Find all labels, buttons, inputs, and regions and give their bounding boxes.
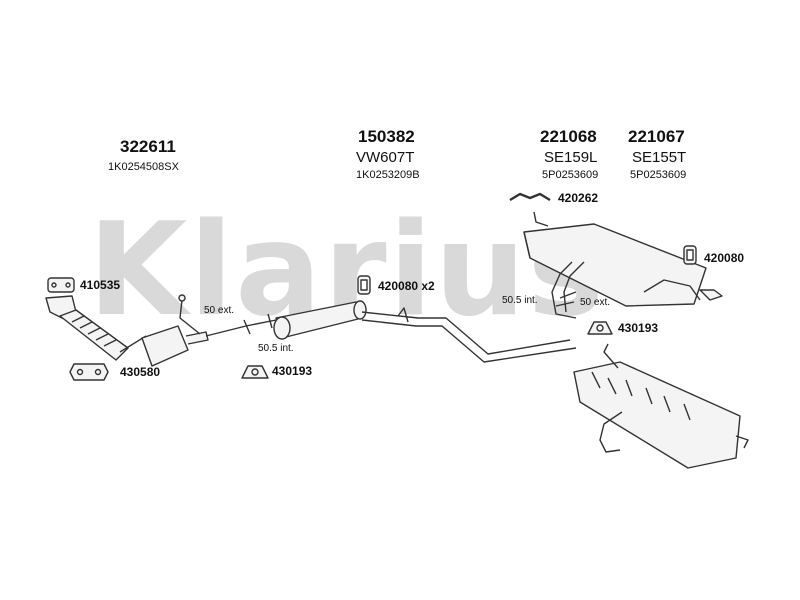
int-rear-note: 50.5 int. xyxy=(502,295,538,306)
rear-box-2-oem: 5P0253609 xyxy=(630,169,687,181)
rear-box-2-ref: SE155T xyxy=(632,149,687,166)
ext-front-note: 50 ext. xyxy=(204,305,235,316)
flange-gasket-icon xyxy=(69,363,109,381)
rubber-rear-label: 420080 xyxy=(704,251,745,265)
centre-box-part-number: 150382 xyxy=(358,127,415,146)
hanger-top-icon xyxy=(509,192,551,202)
rubber-mount-centre-icon xyxy=(357,275,371,295)
hanger-top-label: 420262 xyxy=(558,191,599,205)
rear-box-1-ref: SE159L xyxy=(544,149,598,166)
centre-box-oem: 1K0253209B xyxy=(356,169,420,181)
gasket-front-icon xyxy=(47,277,75,293)
mount-centre-icon xyxy=(241,365,269,379)
rubber-mount-rear-icon xyxy=(683,245,697,265)
downpipe-oem: 1K0254508SX xyxy=(108,161,179,173)
mount-rear-label: 430193 xyxy=(618,321,659,335)
ext-rear-note: 50 ext. xyxy=(580,297,611,308)
gasket-flange-label: 430580 xyxy=(120,365,161,379)
mount-rear-icon xyxy=(587,321,613,335)
mount-centre-label: 430193 xyxy=(272,364,313,378)
rear-box-1-oem: 5P0253609 xyxy=(542,169,599,181)
rear-box-1-part-number: 221068 xyxy=(540,127,597,146)
rear-silencer-part xyxy=(523,211,723,319)
centre-silencer-part xyxy=(273,300,577,363)
centre-box-ref: VW607T xyxy=(356,149,415,166)
front-pipe xyxy=(243,313,277,335)
downpipe-part-number: 322611 xyxy=(120,137,176,156)
rear-box-2-part-number: 221067 xyxy=(628,127,685,146)
rubber-centre-label: 420080 x2 xyxy=(378,279,435,293)
rear-silencer-alt-part xyxy=(573,343,749,469)
downpipe-part xyxy=(45,294,247,367)
gasket-front-label: 410535 xyxy=(80,278,121,292)
int-front-note: 50.5 int. xyxy=(258,343,294,354)
